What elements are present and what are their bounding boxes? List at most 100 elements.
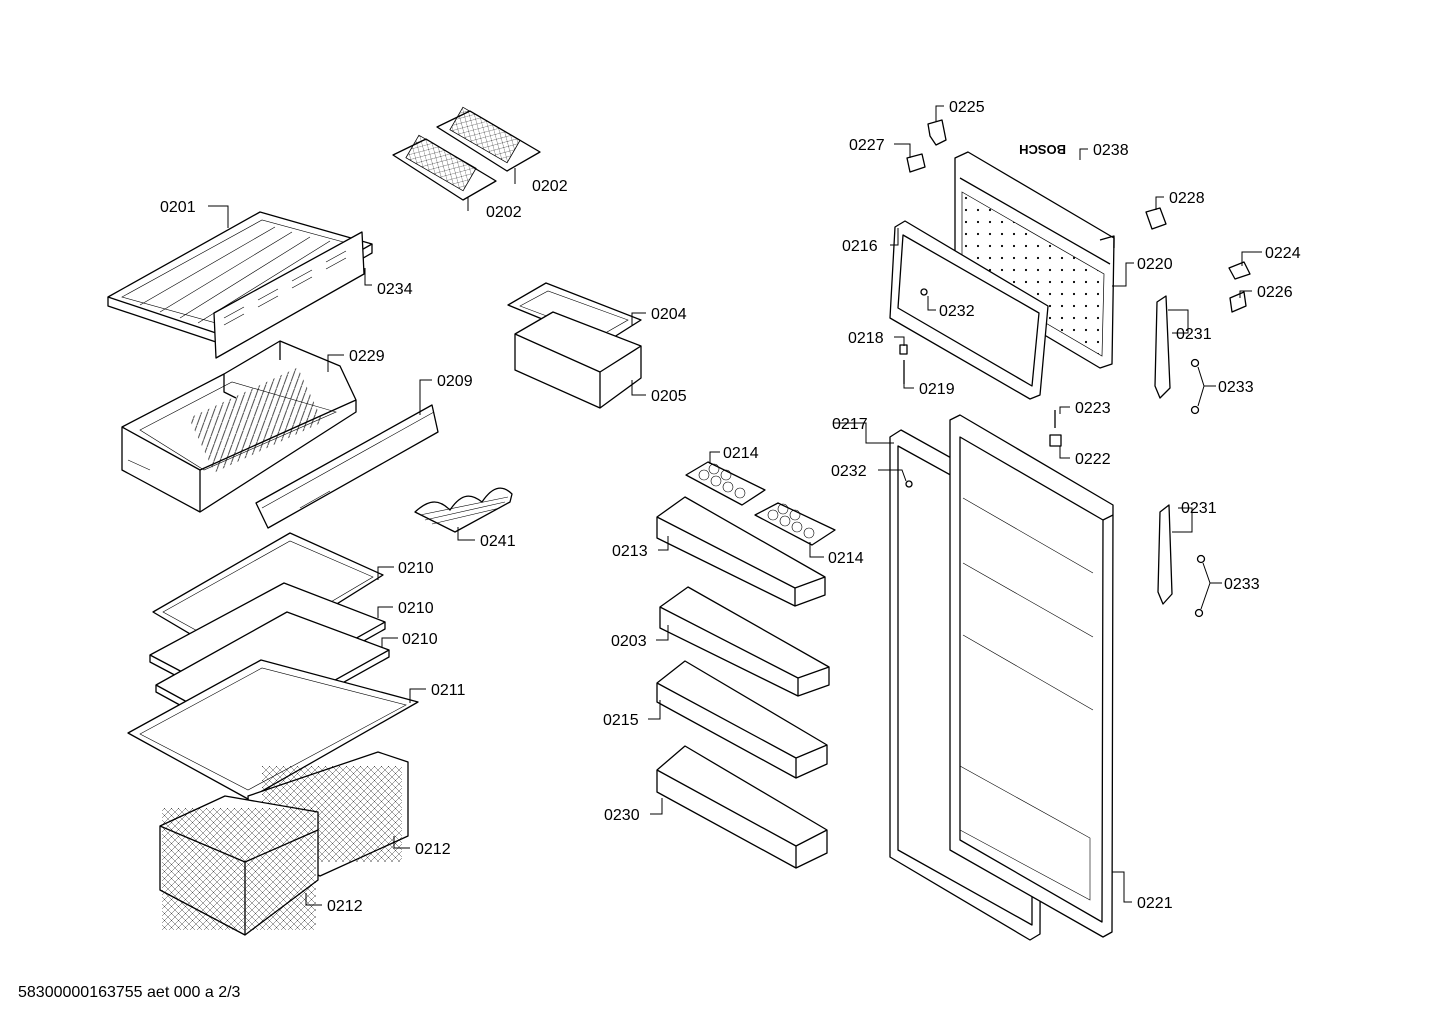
leader-0209 [419,379,432,415]
part-0233-caps-lower [1194,554,1206,618]
leader-0225 [935,105,944,122]
label-0233-upper: 0233 [1218,379,1254,396]
label-0234: 0234 [377,281,413,298]
label-0219: 0219 [919,381,955,398]
leader-0214b [809,542,824,558]
leader-0219 [903,380,914,389]
label-0214-2: 0214 [828,550,864,567]
document-footer-id: 58300000163755 aet 000 a 2/3 [18,984,241,1001]
leader-0212a [393,836,410,849]
label-0222: 0222 [1075,451,1111,468]
leader-0203 [656,625,669,641]
part-0230-door-shelf [656,745,828,869]
part-0228-hinge [1145,207,1167,230]
part-labels: 0201 0202 0202 0234 0229 0209 0204 0205 … [160,99,1301,915]
leader-0201 [208,205,229,228]
part-0241-bottle-rack [414,487,513,533]
label-0232-lower: 0232 [831,463,867,480]
leader-0227 [894,143,911,158]
part-0205-box [514,311,642,409]
label-0229: 0229 [349,348,385,365]
label-0220: 0220 [1137,256,1173,273]
label-0218: 0218 [848,330,884,347]
part-0214-egg-tray-2 [754,502,836,546]
label-0231-lower: 0231 [1181,500,1217,517]
label-0209: 0209 [437,373,473,390]
leader-0232a [927,296,936,311]
leader-0216 [890,228,899,246]
leader-0204 [631,312,646,325]
label-0241: 0241 [480,533,516,550]
label-0233-lower: 0233 [1224,576,1260,593]
leader-0224 [1241,251,1262,266]
label-0210-2: 0210 [398,600,434,617]
part-0214-egg-tray-1 [685,461,766,506]
leader-0223 [1059,406,1070,414]
label-0202-lower: 0202 [486,204,522,221]
part-0209-flap-strip [255,404,439,529]
part-0202-ice-tray-2 [392,134,497,201]
label-0213: 0213 [612,543,648,560]
leader-0211 [409,688,426,703]
part-0211-shelf [127,659,419,800]
label-0217: 0217 [832,416,868,433]
label-0227: 0227 [849,137,885,154]
leader-lines [208,105,1262,906]
part-0224-cap [1228,261,1251,280]
leader-0215 [648,700,661,720]
leader-0233b [1200,562,1222,610]
label-0225: 0225 [949,99,985,116]
leader-0228 [1155,196,1164,210]
label-0231-upper: 0231 [1176,326,1212,343]
leader-0217 [834,422,894,444]
leader-0221 [1112,871,1132,903]
leader-0212b [305,893,322,906]
label-0232-upper: 0232 [939,303,975,320]
leader-0229 [327,354,344,372]
part-0218-screw-head [899,344,908,355]
part-0233-caps-upper [1190,358,1200,415]
label-0201: 0201 [160,199,196,216]
leader-0218 [894,336,905,346]
label-0210-1: 0210 [398,560,434,577]
label-0205: 0205 [651,388,687,405]
label-0215: 0215 [603,712,639,729]
part-0222-block [1049,434,1062,447]
label-0202-upper: 0202 [532,178,568,195]
part-0202-ice-tray-1 [436,106,541,172]
leader-0231a [1168,309,1189,334]
leader-0234 [364,268,372,286]
part-0203-door-shelf [659,586,830,697]
leader-0210a [377,566,394,580]
part-0220-freezer-door [954,151,1115,369]
label-0226: 0226 [1257,284,1293,301]
part-0229-drawer [121,340,357,513]
label-0221: 0221 [1137,895,1173,912]
leader-0226 [1239,290,1252,298]
label-0214-1: 0214 [723,445,759,462]
part-0215-door-shelf [656,660,828,779]
leader-0238 [1079,148,1088,160]
part-0234-front-panel [213,231,365,359]
part-0226-pad [1229,291,1247,313]
label-0204: 0204 [651,306,687,323]
label-0230: 0230 [604,807,640,824]
leader-0214a [709,451,720,464]
part-0213-door-shelf [656,496,826,607]
leader-0231b [1172,507,1193,533]
leader-0205 [631,380,646,396]
leader-0230 [650,798,663,815]
part-0231-handle-lower [1157,504,1173,605]
leader-0213 [658,536,669,551]
leader-0210c [381,637,398,648]
part-0225-hinge [927,119,947,146]
part-0232-clip-lower [905,480,913,488]
label-0203: 0203 [611,633,647,650]
leader-0220 [1112,262,1134,287]
label-0212-2: 0212 [327,898,363,915]
label-0228: 0228 [1169,190,1205,207]
label-0212-1: 0212 [415,841,451,858]
part-0216-door-gasket [889,220,1049,400]
